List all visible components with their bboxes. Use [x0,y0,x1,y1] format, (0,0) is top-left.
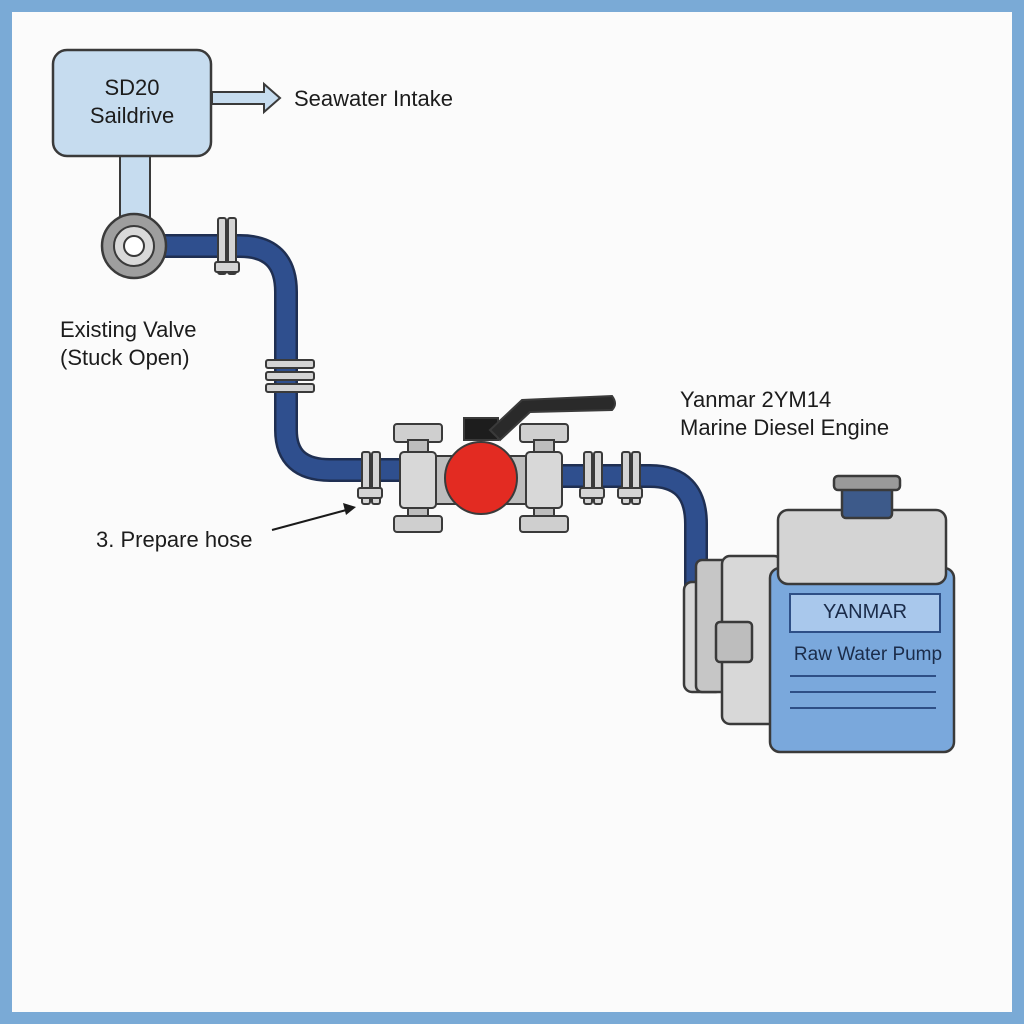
hose-clamp-2 [265,359,315,393]
saildrive-label: SD20 Saildrive [53,74,211,130]
saildrive-label-line1: SD20 [104,75,160,100]
intake-arrow [211,81,282,115]
hose-clamp-4 [579,451,605,505]
engine-label-line2: Marine Diesel Engine [680,415,890,440]
saildrive-label-line2: Saildrive [89,103,175,128]
hose-clamp-1 [214,217,240,275]
step-label: 3. Prepare hose [96,527,253,552]
existing-valve-label-line2: (Stuck Open) [60,345,190,370]
existing-valve [100,212,168,280]
existing-valve-label: Existing Valve (Stuck Open) [60,316,197,372]
ball-valve-assembly [393,394,616,533]
hose-clamp-5 [617,451,643,505]
step-pointer-arrow [271,503,356,531]
intake-label: Seawater Intake [294,86,453,111]
raw-water-pump-label: Raw Water Pump [793,644,943,665]
existing-valve-label-line1: Existing Valve [60,317,197,342]
hose-clamp-3 [357,451,383,505]
engine-brand-label: YANMAR [822,601,908,623]
engine-label-line1: Yanmar 2YM14 [680,387,832,412]
engine-label: Yanmar 2YM14 Marine Diesel Engine [680,386,889,442]
yanmar-engine [682,474,956,754]
